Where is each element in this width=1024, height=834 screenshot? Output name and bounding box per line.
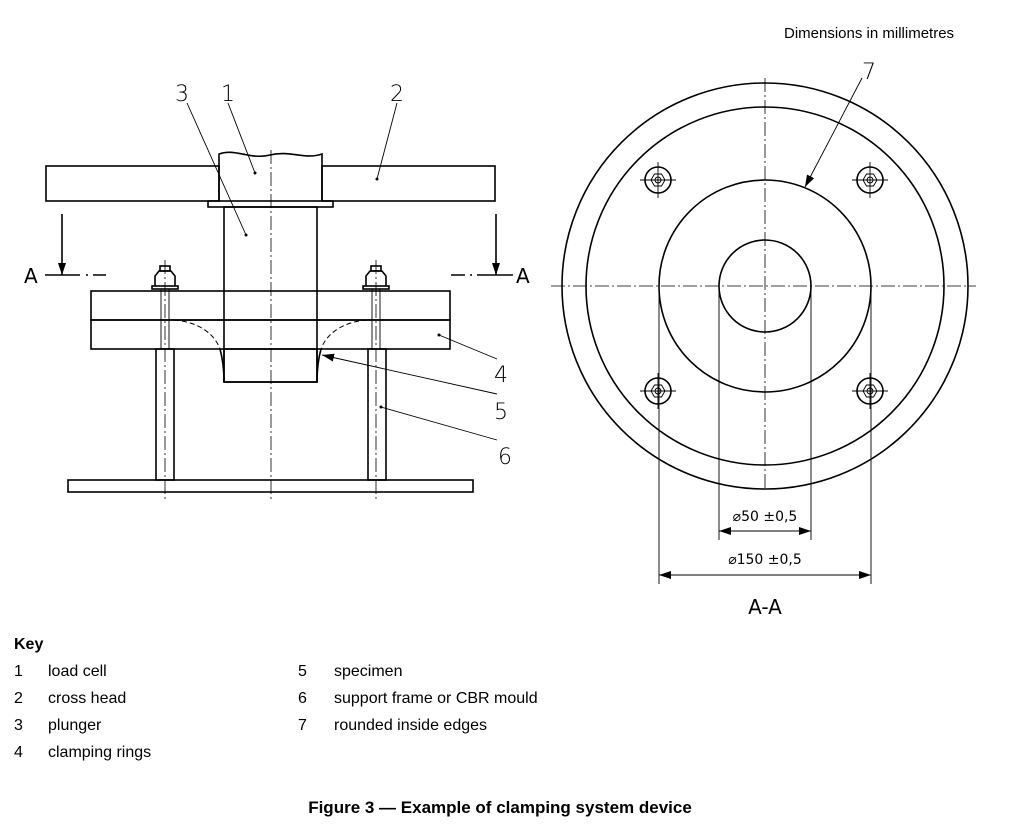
section-view: ⌀50 ±0,5 ⌀150 ±0,5 A-A 7 [551,60,976,619]
bolt-bl [640,373,676,409]
bolt-tr [852,162,888,198]
bolt-br [852,373,888,409]
callout-3: 3 [175,82,189,107]
key-label: specimen [334,663,403,680]
key-num: 5 [298,663,307,680]
cross-head-right [321,165,496,202]
cross-head-left [45,165,220,202]
callout-4: 4 [494,363,508,388]
dim-text-50: ⌀50 ±0,5 [733,509,798,525]
callout-7: 7 [862,60,876,85]
plunger [223,206,318,383]
specimen-bottom [223,348,318,383]
callout-1: 1 [221,82,235,107]
load-cell [218,151,323,201]
key-num: 6 [298,690,307,707]
side-view: A A 3 1 2 4 5 6 [24,82,530,500]
key-num: 7 [298,717,307,734]
key-label: support frame or CBR mould [334,690,538,707]
rounded-edge-right [320,319,368,350]
clamping-ring-lower [90,319,451,350]
key-label: cross head [48,690,127,707]
ring-inner-edge [585,106,945,466]
callout-5: 5 [494,400,508,425]
key-label: rounded inside edges [334,717,488,734]
bolt-tl [640,162,676,198]
key-label: load cell [48,663,107,680]
load-cell-flange [207,200,334,208]
callout-6: 6 [498,445,512,470]
section-marker-left: A [24,264,38,288]
key-num: 1 [14,663,23,680]
rounded-edge-left [173,319,221,350]
key-title: Key [14,636,44,653]
bolt-right [362,260,390,500]
section-marker-right: A [516,264,530,288]
key-num: 2 [14,690,23,707]
dimensions-note: Dimensions in millimetres [784,25,955,42]
outer-ring [561,82,969,490]
key-num: 3 [14,717,23,734]
bolt-left [151,260,179,500]
figure-caption: Figure 3 — Example of clamping system de… [308,798,692,817]
key-num: 4 [14,744,23,761]
section-label: A-A [748,595,782,619]
callout-2: 2 [390,82,404,107]
clamping-ring-upper [90,290,451,321]
key-label: clamping rings [48,744,152,761]
base-plate [67,479,474,493]
dim-text-150: ⌀150 ±0,5 [728,552,802,568]
key-label: plunger [48,717,102,734]
